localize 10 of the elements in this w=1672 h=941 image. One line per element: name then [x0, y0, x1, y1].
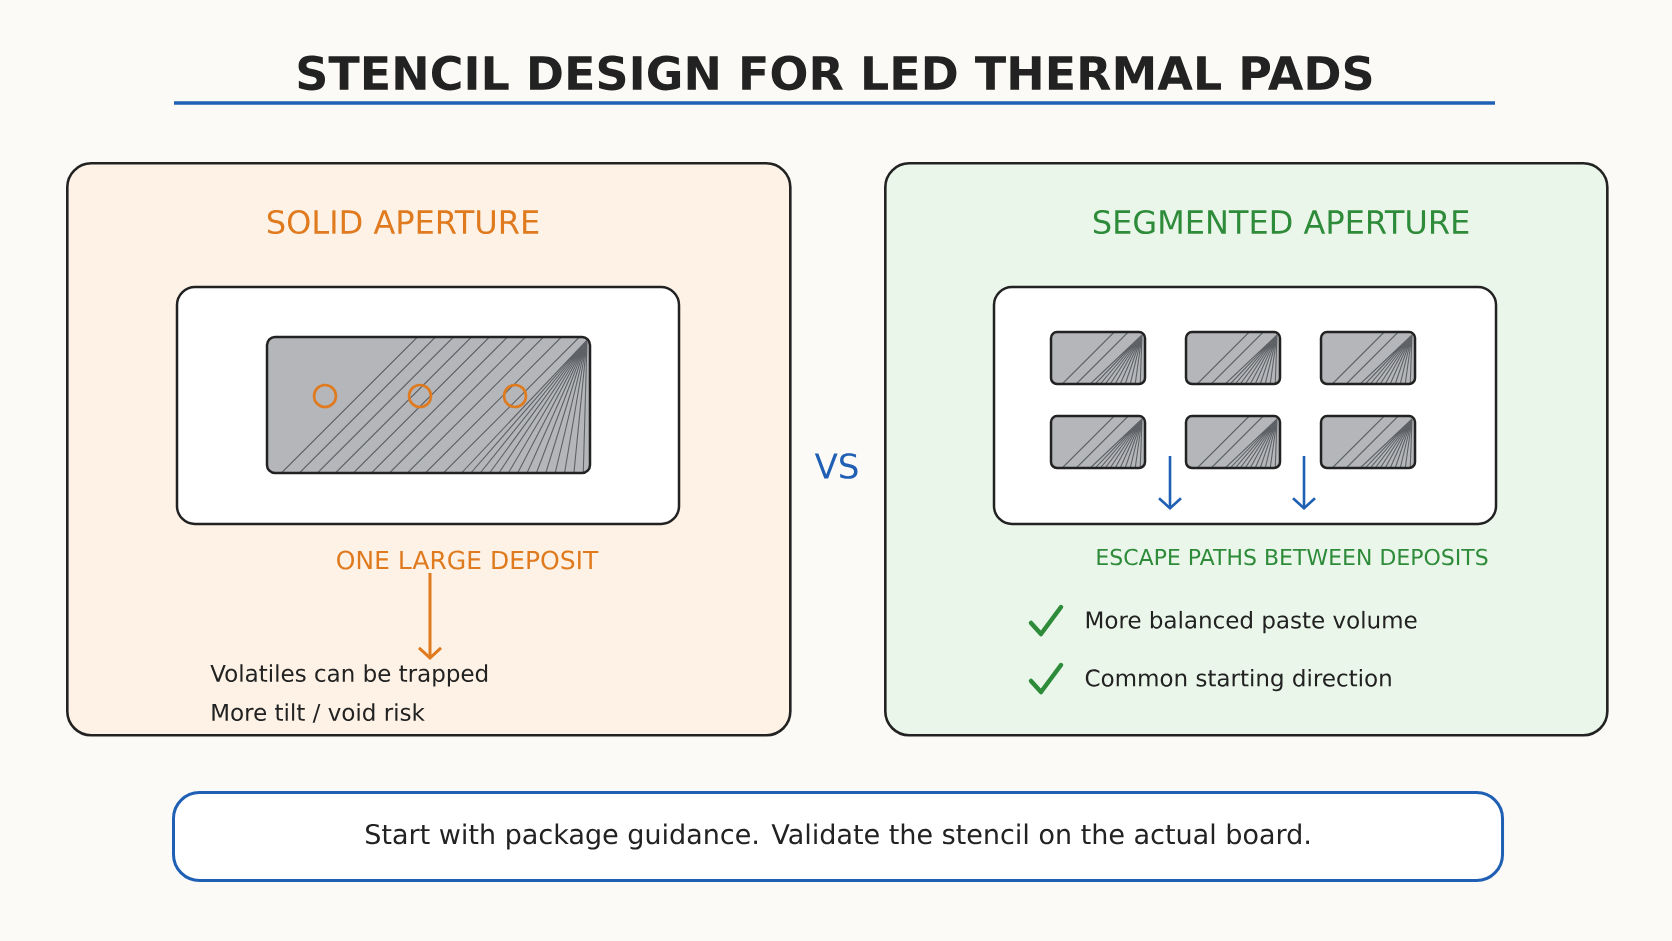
callout-label: ONE LARGE DEPOSIT [337, 550, 599, 570]
caption-text: ESCAPE PATHS BETWEEN DEPOSITS [1097, 548, 1488, 566]
note-text: Volatiles can be trapped More tilt / void risk [210, 664, 488, 723]
title: STENCIL DESIGN FOR LED THERMAL PADS [298, 55, 1372, 91]
panel-heading: SOLID APERTURE [267, 209, 539, 235]
note-box: Start with package guidance. Validate the stencil on the actual board. [172, 791, 1505, 882]
checklist-item: Common starting direction [1085, 668, 1391, 692]
checklist-item: More balanced paste volume [1086, 610, 1417, 634]
arrow [418, 573, 442, 660]
panel-heading: SEGMENTED APERTURE [1093, 209, 1469, 235]
